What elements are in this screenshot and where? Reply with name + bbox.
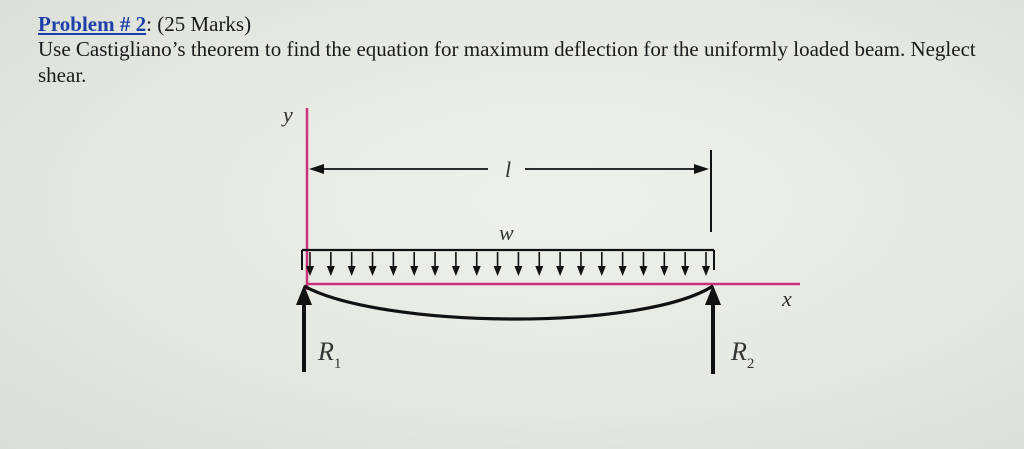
- reaction-right-symbol: R: [730, 337, 747, 366]
- load-arrow-head: [514, 266, 523, 276]
- length-label: l: [505, 157, 511, 182]
- problem-statement: Use Castigliano’s theorem to find the eq…: [38, 37, 976, 87]
- problem-label: Problem # 2: [38, 12, 147, 36]
- load-arrow-head: [389, 266, 398, 276]
- reaction-left-label: R1: [317, 337, 341, 372]
- reaction-right-label: R2: [730, 337, 754, 372]
- reaction-left-symbol: R: [317, 337, 334, 366]
- load-arrow-head: [493, 266, 502, 276]
- problem-marks: (25 Marks): [151, 12, 252, 36]
- dimension-arrow-right: [694, 164, 709, 174]
- load-arrow-head: [410, 266, 419, 276]
- load-arrow-head: [347, 266, 356, 276]
- load-arrow-head: [660, 266, 669, 276]
- x-axis-label: x: [781, 286, 792, 311]
- reaction-right-arrowhead: [705, 285, 721, 305]
- reaction-right-subscript: 2: [747, 356, 755, 372]
- load-arrow-head: [472, 266, 481, 276]
- load-arrow-head: [535, 266, 544, 276]
- load-arrow-head: [681, 266, 690, 276]
- load-arrow-head: [306, 266, 314, 276]
- load-arrow-head: [556, 266, 565, 276]
- deflected-beam: [303, 284, 714, 321]
- load-arrow-head: [326, 266, 335, 276]
- load-label: w: [499, 220, 514, 245]
- reaction-left-subscript: 1: [334, 356, 342, 372]
- dimension-arrow-left: [309, 164, 324, 174]
- load-arrow-head: [431, 266, 440, 276]
- reaction-left-arrowhead: [296, 285, 312, 305]
- load-arrow-head: [576, 266, 585, 276]
- distributed-load-arrows: [306, 252, 710, 276]
- load-arrow-head: [618, 266, 627, 276]
- load-arrow-head: [597, 266, 606, 276]
- load-arrow-head: [702, 266, 710, 276]
- load-arrow-head: [639, 266, 648, 276]
- problem-heading: Problem # 2: (25 Marks): [38, 12, 251, 36]
- load-arrow-head: [451, 266, 460, 276]
- y-axis-label: y: [281, 102, 293, 127]
- load-arrow-head: [368, 266, 377, 276]
- problem-separator: :: [146, 12, 152, 36]
